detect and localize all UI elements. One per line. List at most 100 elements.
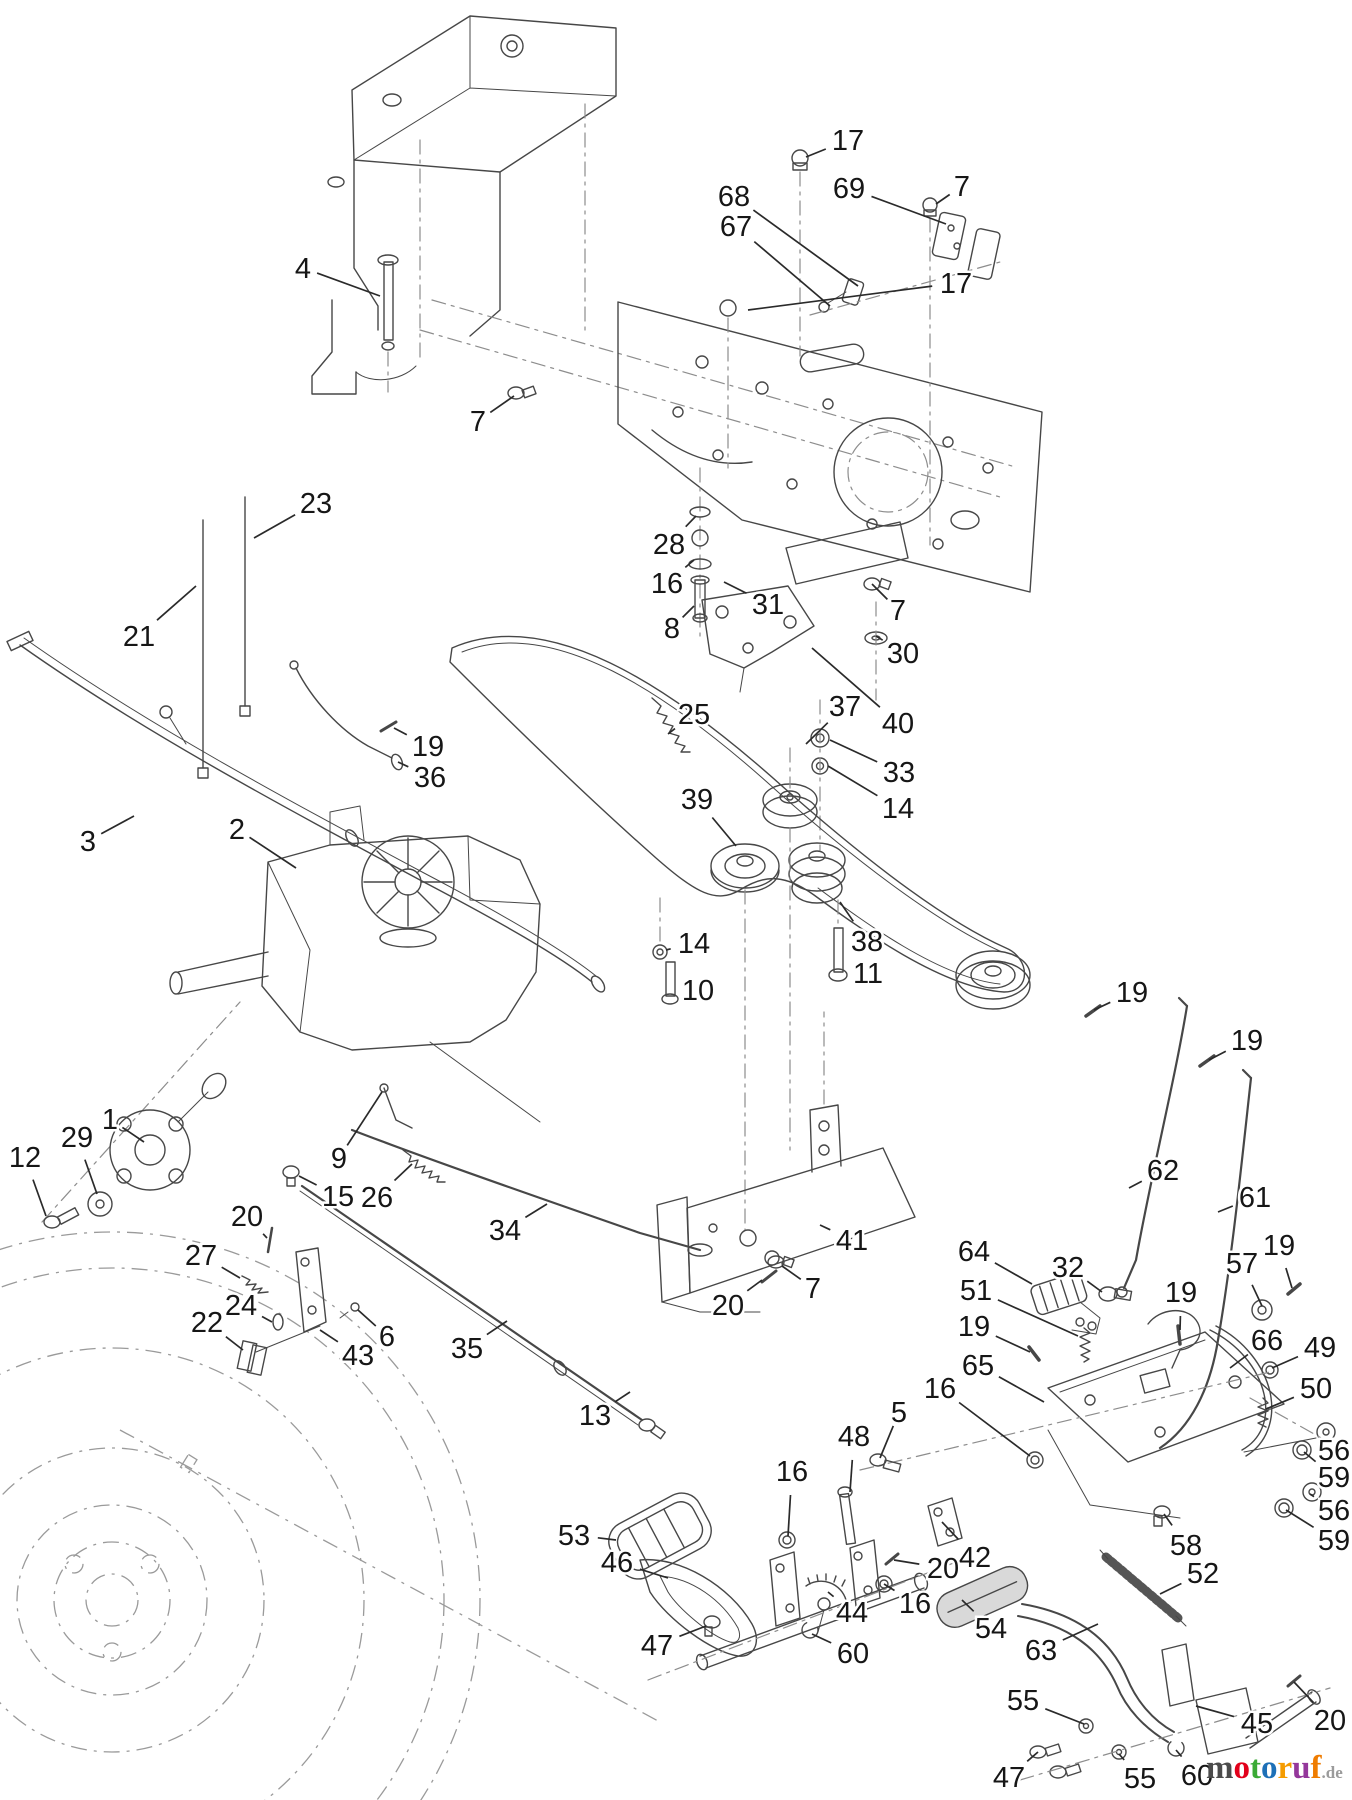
spring-52-icon [1101, 1552, 1183, 1623]
washer-28-icon [689, 506, 711, 518]
callout-number: 56 [1318, 1495, 1350, 1527]
callout-55: 55 [1118, 1753, 1159, 1798]
callout-number: 59 [1318, 1525, 1350, 1557]
leader-line [393, 1163, 413, 1182]
leader-line [747, 285, 933, 311]
callout-number: 44 [836, 1597, 868, 1629]
callout-number: 38 [851, 926, 883, 958]
pin-19-icon [379, 720, 398, 733]
callout-47: 47 [990, 1751, 1039, 1797]
logo-suffix: .de [1321, 1763, 1343, 1782]
callout-27: 27 [182, 1238, 241, 1279]
callout-17: 17 [805, 123, 867, 160]
pin-20-icon [266, 1226, 274, 1254]
pin-4-icon [383, 261, 394, 341]
spring-26-icon [402, 1149, 446, 1183]
leader-line [1293, 1681, 1315, 1704]
clip-60b-icon [1167, 1739, 1185, 1757]
callout-number: 23 [300, 488, 332, 520]
callout-19: 19 [1208, 1023, 1266, 1061]
callout-number: 33 [883, 757, 915, 789]
callout-56: 56 [1315, 1433, 1352, 1470]
callout-number: 10 [682, 975, 714, 1007]
bolt-7-left-icon [507, 386, 525, 400]
callout-number: 27 [185, 1240, 217, 1272]
pedal-64-icon [1030, 1272, 1088, 1316]
bolt-32-icon [1098, 1286, 1118, 1302]
leader-line [1118, 1753, 1125, 1761]
wheel-hub-1-icon [109, 1109, 191, 1191]
spring-50-icon [1257, 1397, 1269, 1428]
callout-39: 39 [678, 782, 737, 847]
leader-line [1265, 1396, 1295, 1410]
callout-10: 10 [679, 973, 716, 1010]
callout-number: 2 [229, 814, 245, 846]
callout-16: 16 [648, 559, 695, 603]
callout-53: 53 [555, 1518, 617, 1555]
callout-59: 59 [1303, 1451, 1352, 1497]
callout-number: 7 [470, 406, 486, 438]
callout-37: 37 [805, 689, 864, 745]
leader-line [84, 1159, 98, 1195]
leader-line [781, 1265, 802, 1280]
callout-number: 55 [1124, 1763, 1156, 1795]
leader-line [397, 761, 409, 768]
callout-number: 24 [225, 1290, 257, 1322]
callout-number: 19 [1116, 977, 1148, 1009]
callout-24: 24 [222, 1288, 273, 1325]
leader-line [679, 1625, 707, 1638]
leader-line [811, 647, 881, 708]
callout-number: 68 [718, 181, 750, 213]
leader-line [681, 605, 695, 619]
bracket-66-icon [1209, 1329, 1267, 1451]
callout-number: 46 [601, 1547, 633, 1579]
washer-57-icon [1251, 1299, 1273, 1321]
callout-22: 22 [188, 1305, 244, 1351]
shift-linkage-drawing [236, 1226, 360, 1376]
leader-line [253, 514, 296, 539]
logo-letter: f [1310, 1750, 1322, 1786]
callout-36: 36 [397, 760, 449, 797]
cable-3-icon [19, 644, 593, 983]
callout-number: 56 [1318, 1435, 1350, 1467]
callout-number: 7 [890, 595, 906, 627]
callout-number: 19 [1231, 1025, 1263, 1057]
axle-hub-drawing [41, 1001, 241, 1229]
brake-lever-9-icon [383, 1087, 413, 1129]
callout-number: 64 [958, 1236, 990, 1268]
bracket-43-icon [295, 1247, 327, 1333]
callout-45: 45 [1195, 1705, 1276, 1743]
callout-number: 9 [331, 1143, 347, 1175]
callout-42: 42 [941, 1521, 994, 1577]
nut-59a-icon [1292, 1440, 1312, 1460]
callout-60: 60 [1175, 1749, 1216, 1795]
callout-number: 36 [414, 762, 446, 794]
washer-55b-icon [1111, 1744, 1127, 1760]
leader-line [1217, 1205, 1234, 1213]
logo-wordmark: motoruf [1206, 1750, 1322, 1786]
callout-number: 28 [653, 529, 685, 561]
leader-line [805, 148, 827, 158]
callout-number: 4 [295, 253, 311, 285]
leader-line [486, 1320, 508, 1336]
callout-number: 49 [1304, 1332, 1336, 1364]
callout-21: 21 [120, 585, 197, 656]
callout-56: 56 [1309, 1493, 1352, 1530]
leader-line [997, 1299, 1079, 1337]
leader-line [746, 1279, 763, 1292]
leader-line [121, 1126, 145, 1143]
spring-51-icon [1079, 1327, 1091, 1363]
callout-28: 28 [650, 515, 697, 564]
callout-5: 5 [879, 1395, 910, 1459]
callout-number: 51 [960, 1275, 992, 1307]
callout-number: 20 [1314, 1705, 1346, 1737]
leader-line [489, 395, 515, 414]
washer-56b-icon [1302, 1482, 1322, 1502]
leader-line [752, 209, 859, 287]
leader-line [961, 1599, 975, 1612]
leader-line [100, 815, 135, 835]
callout-16: 16 [921, 1371, 1031, 1457]
callout-52: 52 [1159, 1556, 1222, 1595]
leader-line [32, 1179, 47, 1217]
nut-49-icon [1261, 1361, 1279, 1379]
